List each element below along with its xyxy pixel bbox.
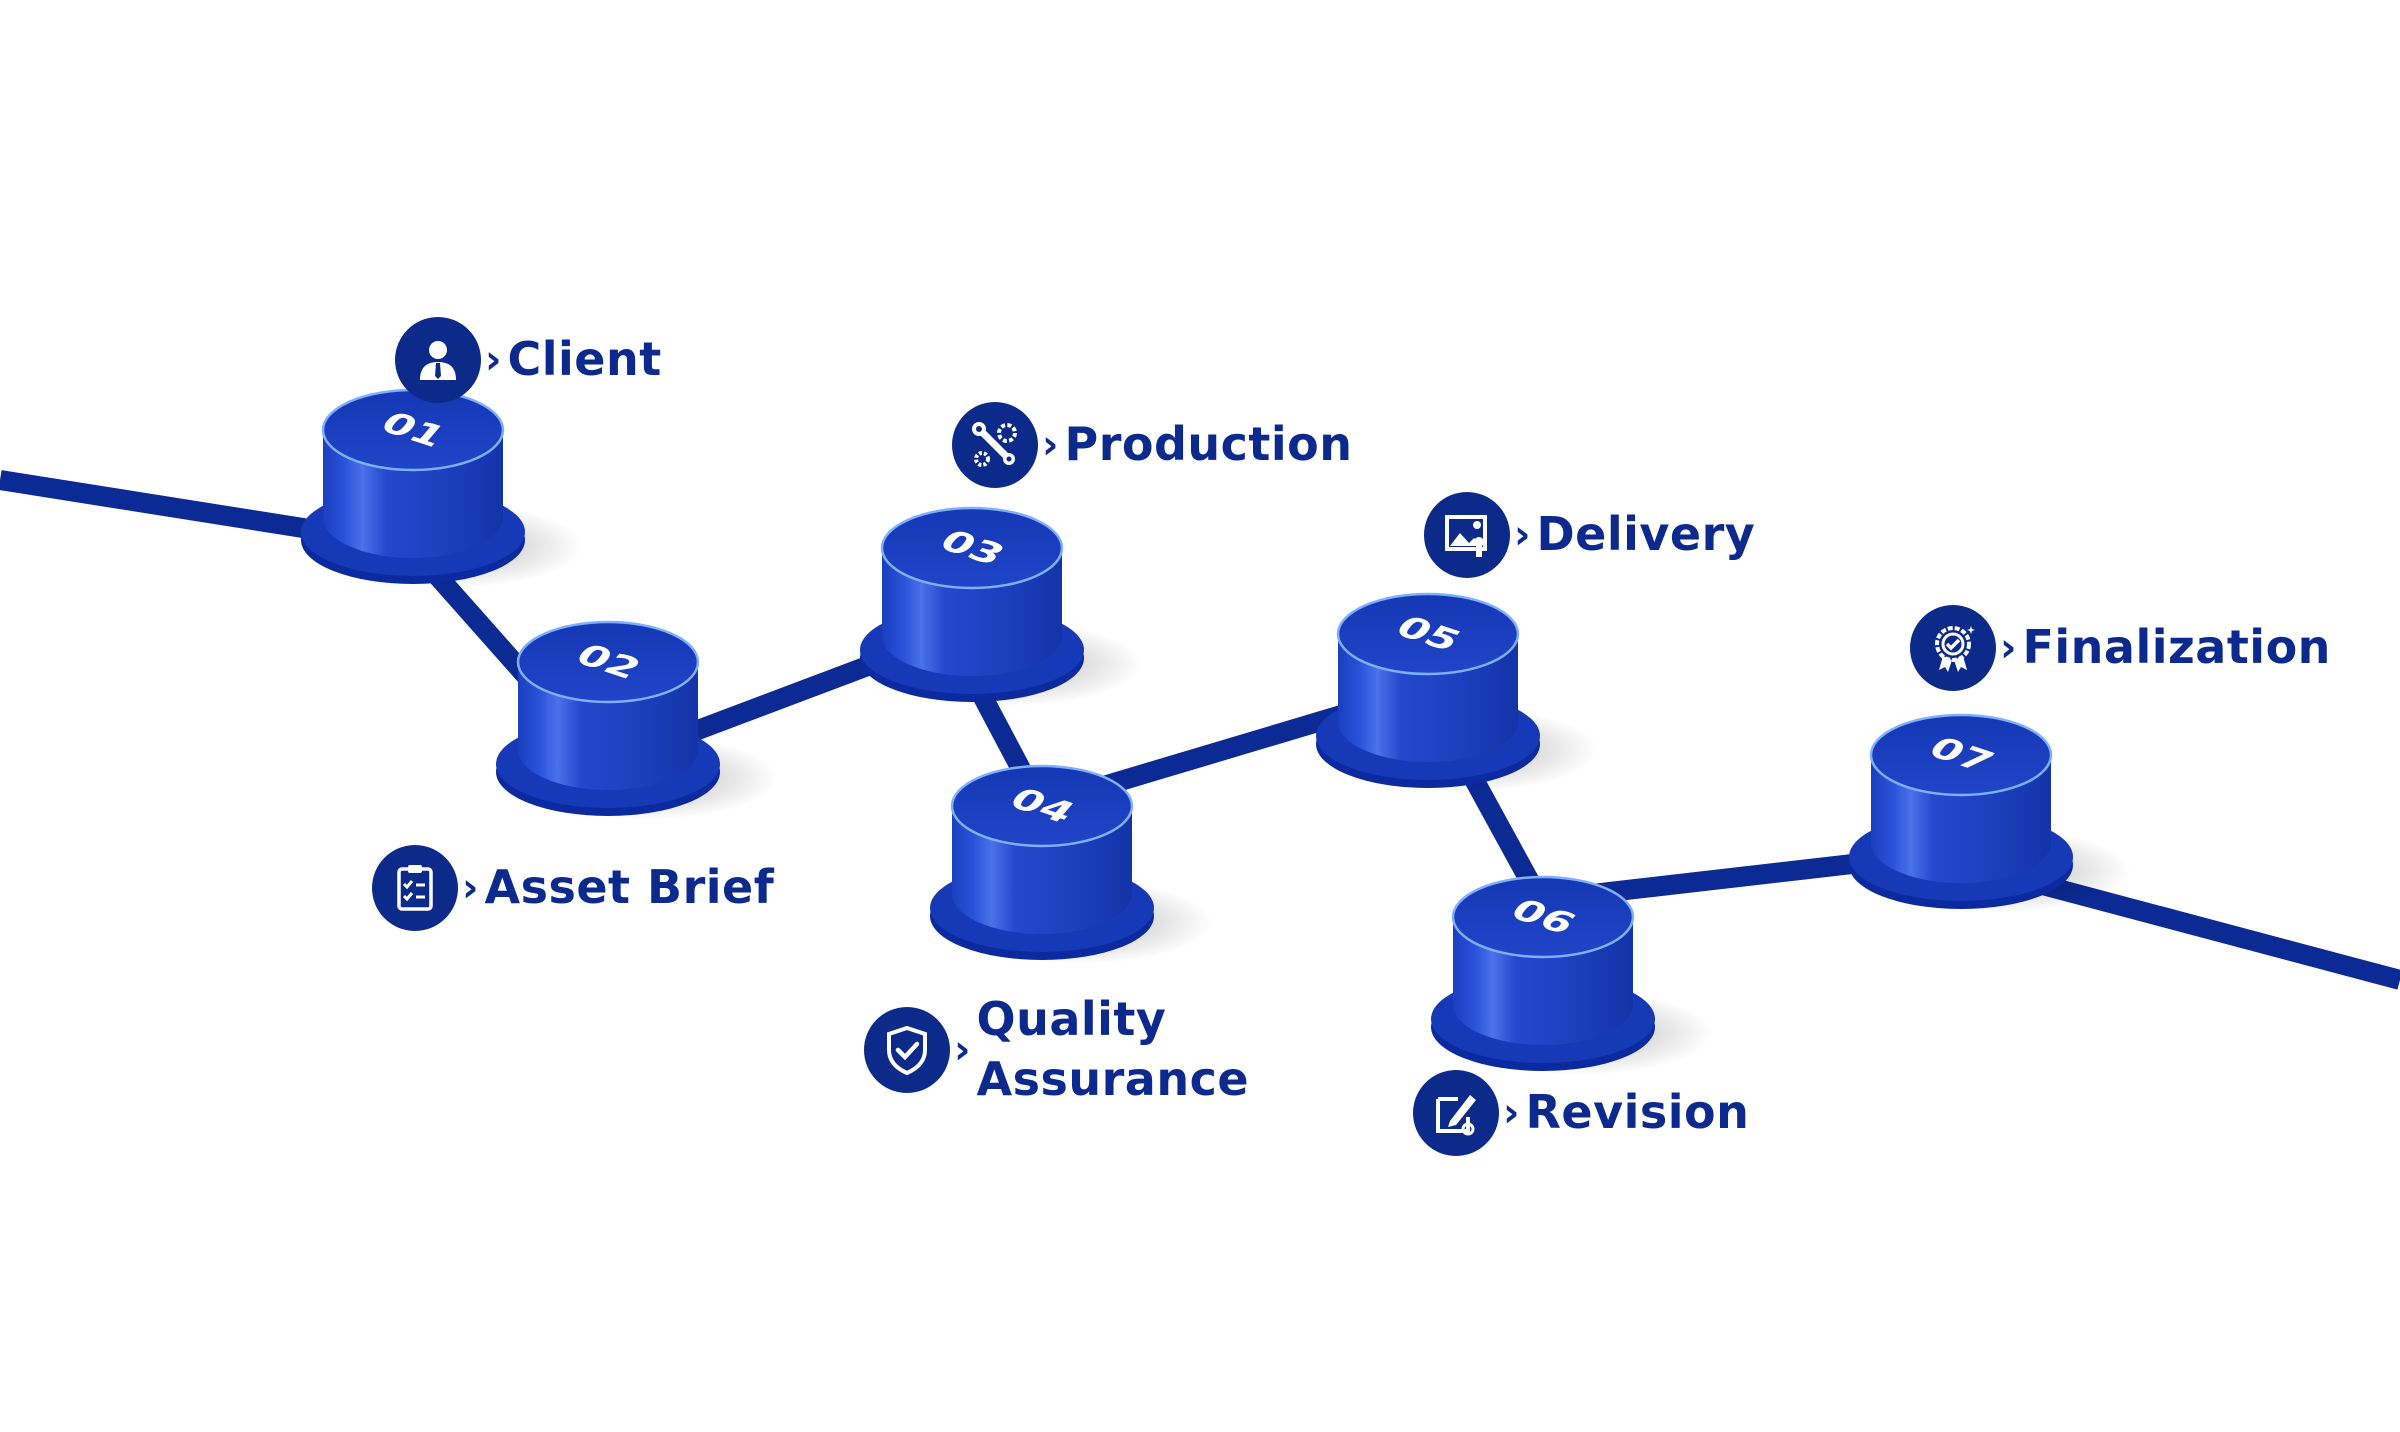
step-title: Finalization [2022, 620, 2331, 675]
step-label-05: ›Delivery [1424, 492, 1755, 578]
step-node-01: 01 [301, 388, 583, 588]
shield-check-icon [864, 1006, 950, 1093]
chevron-right-icon: › [1514, 512, 1531, 558]
chevron-right-icon: › [2000, 625, 2017, 671]
wrench-gears-icon [952, 402, 1038, 488]
chevron-right-icon: › [1042, 422, 1059, 468]
node-top [1451, 875, 1635, 959]
edit-pencil-icon [1413, 1070, 1499, 1156]
step-label-02: ›Asset Brief [372, 845, 774, 931]
node-top [880, 506, 1064, 590]
step-node-05: 05 [1316, 592, 1598, 792]
chevron-right-icon: › [485, 337, 502, 383]
step-label-07: ›Finalization [1910, 605, 2331, 691]
chevron-right-icon: › [1503, 1090, 1520, 1136]
node-top [1336, 592, 1520, 676]
step-label-01: ›Client [395, 317, 662, 403]
step-title-line: Quality [976, 992, 1167, 1046]
step-label-06: ›Revision [1413, 1070, 1749, 1156]
award-badge-icon [1910, 605, 1996, 691]
step-node-07: 07 [1849, 713, 2131, 913]
user-tie-icon [395, 317, 481, 403]
step-title: Asset Brief [484, 860, 775, 915]
step-label-03: ›Production [952, 402, 1353, 488]
step-node-06: 06 [1431, 875, 1713, 1075]
node-top [950, 764, 1134, 848]
step-node-04: 04 [930, 764, 1212, 964]
step-node-02: 02 [496, 620, 778, 820]
step-title: Revision [1525, 1085, 1750, 1140]
chevron-right-icon: › [954, 1026, 971, 1073]
image-upload-icon [1424, 492, 1510, 578]
step-title-line: Assurance [976, 1051, 1250, 1106]
step-title: Delivery [1536, 507, 1756, 562]
step-title: Client [507, 332, 662, 387]
step-title: Production [1064, 417, 1353, 472]
clipboard-checklist-icon [372, 845, 458, 931]
node-top [1869, 713, 2053, 797]
node-top [516, 620, 700, 704]
step-node-03: 03 [860, 506, 1142, 706]
chevron-right-icon: › [462, 865, 479, 911]
